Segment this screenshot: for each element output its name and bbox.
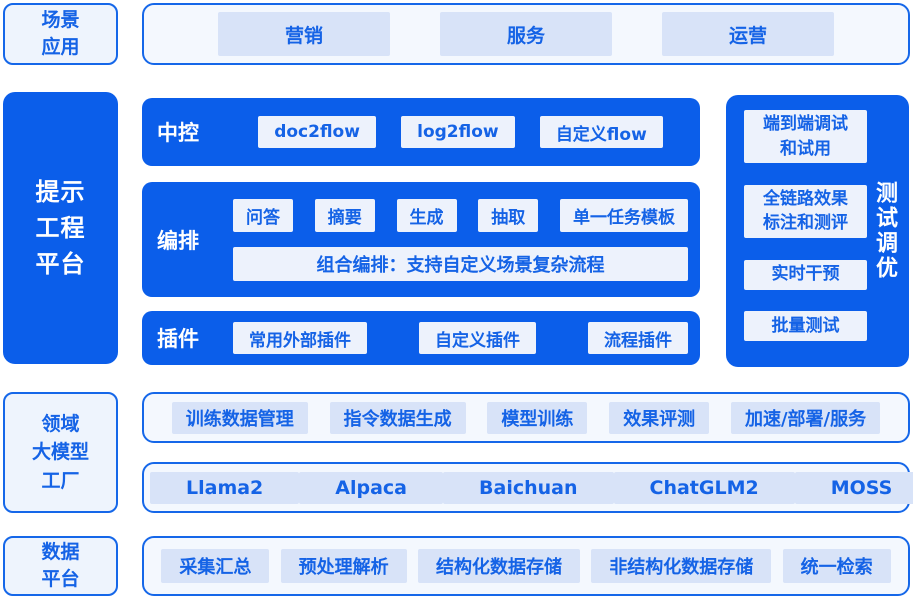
chip-accelerate-deploy-serve: 加速/部署/服务 xyxy=(730,401,881,434)
chip-external-plugins: 常用外部插件 xyxy=(233,322,367,354)
control-row-label: 中控 xyxy=(157,121,199,145)
chip-e2e-debug: 端到端调试 和试用 xyxy=(744,110,867,164)
chip-fulllink-eval: 全链路效果 标注和测评 xyxy=(744,184,867,239)
orchestration-row-content: 问答 摘要 生成 抽取 单一任务模板 组合编排：支持自定义场景复杂流程 xyxy=(233,198,688,281)
chip-log2flow: log2flow xyxy=(401,116,515,148)
data-platform-label: 数据 平台 xyxy=(3,536,118,596)
chip-training-data-mgmt: 训练数据管理 xyxy=(171,401,308,434)
chip-structured-storage: 结构化数据存储 xyxy=(417,549,580,583)
control-row: 中控 doc2flow log2flow 自定义flow xyxy=(142,98,700,166)
chip-collect-aggregate: 采集汇总 xyxy=(161,549,270,583)
chip-batch-test: 批量测试 xyxy=(744,310,867,341)
chip-effect-eval: 效果评测 xyxy=(609,401,710,434)
plugin-row-chips: 常用外部插件 自定义插件 流程插件 xyxy=(233,322,688,354)
chip-summary: 摘要 xyxy=(314,198,375,232)
app-chip-marketing: 营销 xyxy=(218,12,390,56)
chip-preprocess-parse: 预处理解析 xyxy=(280,549,407,583)
chip-baichuan: Baichuan xyxy=(443,471,614,504)
orchestration-row: 编排 问答 摘要 生成 抽取 单一任务模板 组合编排：支持自定义场景复杂流程 xyxy=(142,182,700,297)
plugin-row: 插件 常用外部插件 自定义插件 流程插件 xyxy=(142,311,700,365)
chip-realtime-intervention: 实时干预 xyxy=(744,259,867,290)
chip-llama2: Llama2 xyxy=(150,471,300,504)
chip-single-task-template: 单一任务模板 xyxy=(560,198,688,232)
plugin-row-label: 插件 xyxy=(157,327,199,351)
chip-instruction-data-gen: 指令数据生成 xyxy=(329,401,466,434)
chip-extract: 抽取 xyxy=(478,198,539,232)
chip-alpaca: Alpaca xyxy=(299,471,444,504)
model-factory-models-row: Llama2 Alpaca Baichuan ChatGLM2 MOSS xyxy=(142,462,913,513)
scene-apps-panel: 营销 服务 运营 xyxy=(142,3,910,65)
scene-apps-label: 场景 应用 xyxy=(3,3,118,65)
app-chip-operations: 运营 xyxy=(662,12,834,56)
chip-unstructured-storage: 非结构化数据存储 xyxy=(591,549,772,583)
chip-flow-plugins: 流程插件 xyxy=(588,322,688,354)
chip-doc2flow: doc2flow xyxy=(258,116,376,148)
chip-moss: MOSS xyxy=(794,471,913,504)
chip-combo-orchestration: 组合编排：支持自定义场景复杂流程 xyxy=(233,246,688,281)
chip-model-training: 模型训练 xyxy=(487,401,588,434)
orchestration-row-label: 编排 xyxy=(157,228,199,253)
chip-custom-flow: 自定义flow xyxy=(539,116,663,148)
prompt-platform-label: 提示 工程 平台 xyxy=(3,92,118,364)
control-row-chips: doc2flow log2flow 自定义flow xyxy=(233,116,688,148)
chip-chatglm2: ChatGLM2 xyxy=(613,471,795,504)
model-factory-label: 领域 大模型 工厂 xyxy=(3,392,118,513)
task-chip-row: 问答 摘要 生成 抽取 单一任务模板 xyxy=(233,198,688,232)
chip-qa: 问答 xyxy=(233,198,293,232)
chip-generate: 生成 xyxy=(396,198,457,232)
app-chip-service: 服务 xyxy=(440,12,612,56)
test-tuning-label: 测试调优 xyxy=(872,181,897,281)
data-platform-row: 采集汇总 预处理解析 结构化数据存储 非结构化数据存储 统一检索 xyxy=(142,536,910,596)
model-factory-pipeline-row: 训练数据管理 指令数据生成 模型训练 效果评测 加速/部署/服务 xyxy=(142,392,910,443)
chip-unified-search: 统一检索 xyxy=(782,549,891,583)
chip-custom-plugins: 自定义插件 xyxy=(419,322,536,354)
test-tuning-box: 端到端调试 和试用 全链路效果 标注和测评 实时干预 批量测试 测试调优 xyxy=(726,95,909,367)
test-tuning-chips: 端到端调试 和试用 全链路效果 标注和测评 实时干预 批量测试 xyxy=(744,110,867,341)
